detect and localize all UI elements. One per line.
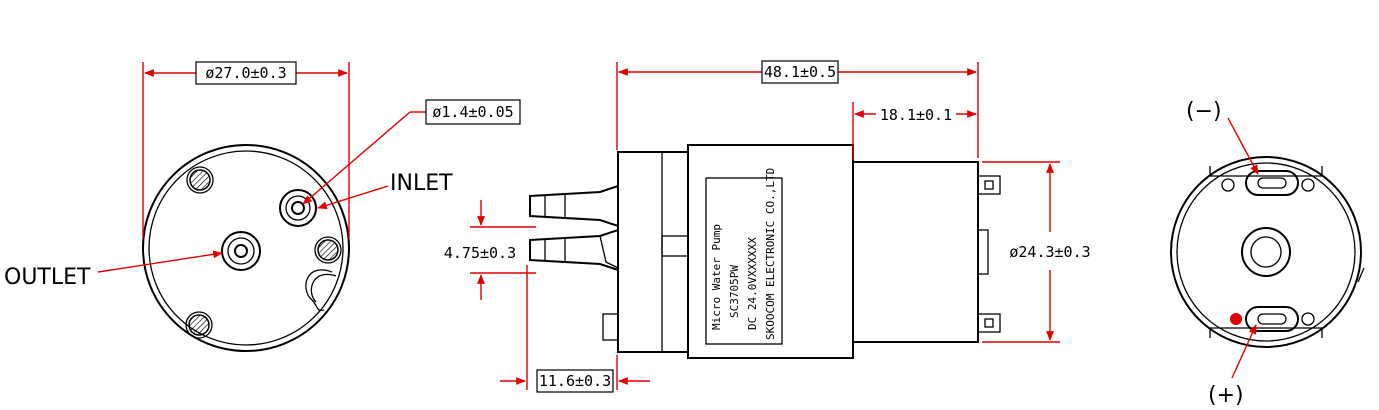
nameplate-line-2: SC3705PW xyxy=(728,265,741,318)
dim-motor-length: 18.1±0.1 xyxy=(880,106,952,124)
screw-top-left xyxy=(186,166,214,194)
terminal-bottom xyxy=(977,313,1001,333)
front-body-outline xyxy=(142,144,350,352)
screw-bottom-left xyxy=(185,311,213,339)
motor-can xyxy=(852,161,979,343)
rear-outline xyxy=(1170,156,1362,348)
nozzle-lower xyxy=(529,228,619,272)
positive-terminal-marker xyxy=(1230,313,1242,325)
front-view: ø27.0±0.3 ø1.4±0.05 INLET OUTLET xyxy=(4,61,521,352)
dim-body-diameter: ø27.0±0.3 xyxy=(205,64,286,82)
label-inlet: INLET xyxy=(390,171,453,196)
side-view: Micro Water Pump SC3705PW DC 24.0VXXXXXX… xyxy=(444,60,1091,393)
terminal-top xyxy=(977,175,1001,195)
dim-overall-length: 48.1±0.5 xyxy=(764,63,836,81)
screw-right xyxy=(314,236,342,264)
wire-loop xyxy=(305,269,333,312)
dim-port-diameter: ø1.4±0.05 xyxy=(432,103,513,121)
nameplate-line-3: DC 24.0VXXXXXX xyxy=(746,237,759,330)
label-positive: (+) xyxy=(1208,383,1244,408)
nameplate-line-4: SKOOCOM ELECTRONIC CO.,LTD xyxy=(764,168,777,340)
label-negative: (−) xyxy=(1186,99,1222,124)
outlet-port xyxy=(221,231,261,271)
nozzle-upper xyxy=(529,184,619,228)
rear-bearing xyxy=(1241,227,1291,277)
nameplate: Micro Water Pump SC3705PW DC 24.0VXXXXXX… xyxy=(705,168,783,345)
dim-port-length: 11.6±0.3 xyxy=(539,372,611,390)
dim-motor-diameter: ø24.3±0.3 xyxy=(1009,243,1090,261)
nameplate-line-1: Micro Water Pump xyxy=(710,224,723,330)
terminal-slot-positive xyxy=(1245,306,1315,332)
rear-view: (−) (+) xyxy=(1170,99,1365,408)
pump-head xyxy=(617,151,689,353)
dim-port-pitch: 4.75±0.3 xyxy=(444,244,516,262)
inlet-port xyxy=(279,189,317,227)
terminal-slot-negative xyxy=(1221,170,1315,196)
label-outlet: OUTLET xyxy=(4,265,91,290)
front-body-inner xyxy=(148,150,344,346)
